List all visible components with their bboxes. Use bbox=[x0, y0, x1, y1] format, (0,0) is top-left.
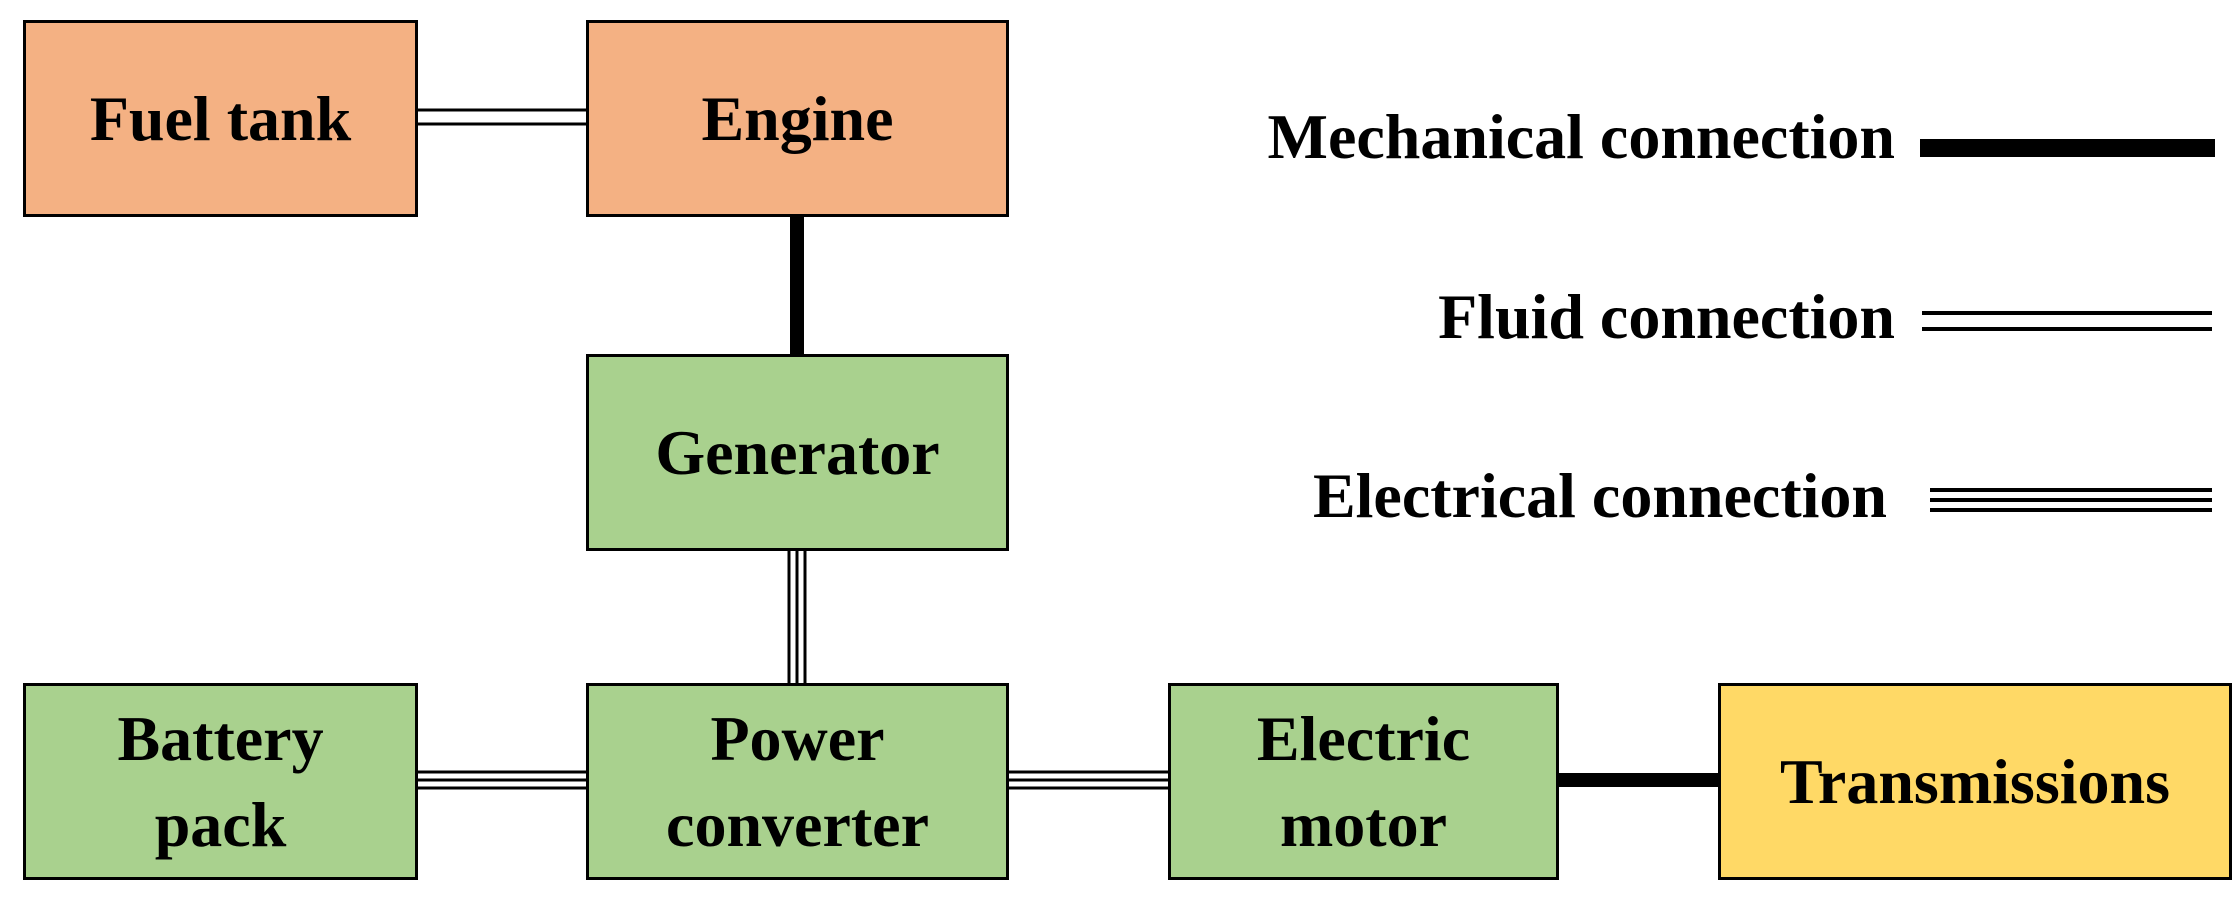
battery-pack-block: Battery pack bbox=[23, 683, 418, 880]
legend-fluid-line bbox=[1922, 311, 2212, 331]
legend-fluid-label: Fluid connection bbox=[1438, 281, 1895, 352]
legend-mechanical-label: Mechanical connection bbox=[1267, 101, 1895, 172]
generator-converter-electrical-connection bbox=[787, 550, 807, 685]
battery-pack-label-line1: Battery bbox=[117, 702, 324, 774]
electric-motor-label-line1: Electric bbox=[1256, 702, 1471, 774]
transmissions-label: Transmissions bbox=[1779, 745, 2171, 817]
battery-converter-electrical-connection bbox=[415, 770, 588, 790]
power-converter-label-line1: Power bbox=[710, 702, 885, 774]
fuel-tank-block: Fuel tank bbox=[23, 20, 418, 217]
power-converter-label-line2: converter bbox=[666, 788, 929, 860]
transmissions-block: Transmissions bbox=[1718, 683, 2232, 880]
engine-label: Engine bbox=[701, 82, 894, 154]
engine-block: Engine bbox=[586, 20, 1009, 217]
generator-block: Generator bbox=[586, 354, 1009, 551]
electric-motor-block: Electric motor bbox=[1168, 683, 1559, 880]
legend-electrical-label: Electrical connection bbox=[1312, 460, 1887, 531]
fuel-tank-label: Fuel tank bbox=[89, 82, 352, 154]
battery-pack-label-line2: pack bbox=[154, 788, 287, 860]
generator-label: Generator bbox=[655, 416, 940, 488]
legend-electrical-line bbox=[1930, 488, 2212, 512]
fuel-tank-engine-fluid-connection bbox=[415, 108, 588, 126]
converter-motor-electrical-connection bbox=[1007, 770, 1170, 790]
electric-motor-label-line2: motor bbox=[1279, 788, 1448, 860]
power-converter-block: Power converter bbox=[586, 683, 1009, 880]
